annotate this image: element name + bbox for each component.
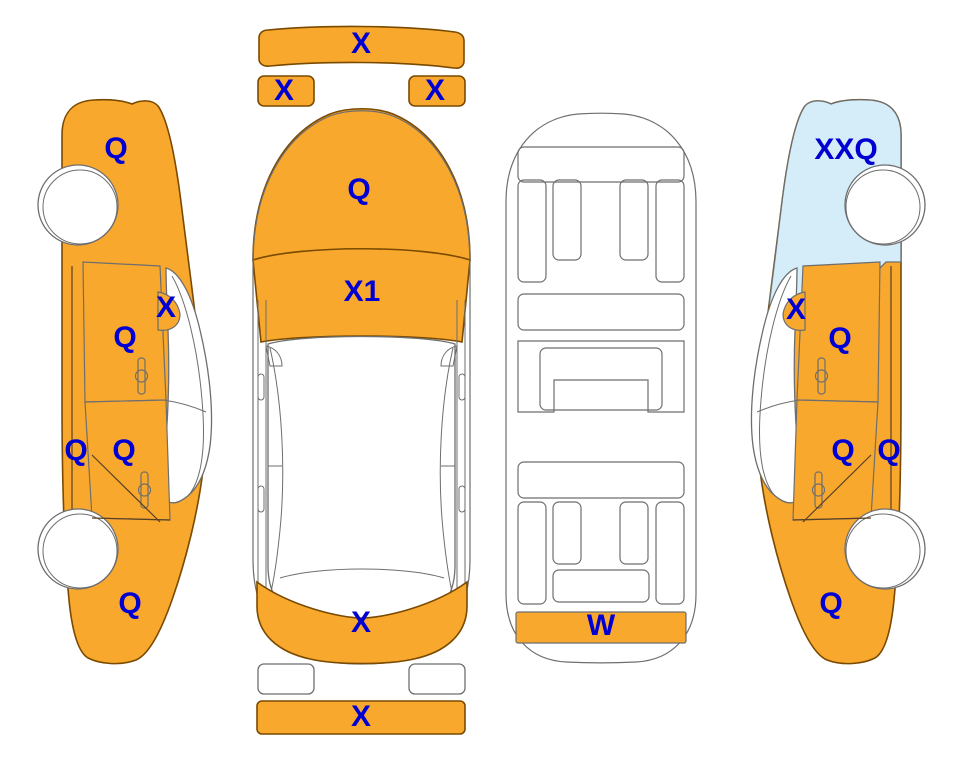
underbody-strip-8 — [655, 501, 685, 605]
underbody-strip-3 — [619, 179, 649, 261]
right-front-wheel-inner — [845, 169, 921, 245]
underbody-strip-6 — [552, 501, 582, 565]
underbody-outline — [505, 112, 697, 664]
label-right-1: X — [786, 293, 806, 326]
underbody-panel-tunnel — [517, 461, 685, 499]
label-top-1: X — [274, 74, 294, 107]
label-left-3: Q — [64, 434, 87, 467]
top-rear-right-lamp[interactable] — [408, 663, 466, 695]
label-left-0: Q — [104, 132, 127, 165]
left-rear-wheel-inner — [42, 513, 118, 589]
right-front-wheel[interactable] — [844, 164, 926, 246]
right-side-view-labels: XXQ X Q Q Q Q — [786, 133, 901, 620]
label-top-2: X — [425, 74, 445, 107]
label-top-4: X1 — [344, 275, 381, 308]
top-right-doors — [439, 347, 454, 597]
left-side-view: Q X Q Q Q Q — [37, 98, 213, 665]
underbody-center-frame — [517, 340, 685, 413]
underbody-strip-5 — [517, 501, 547, 605]
right-glass-inner — [759, 275, 792, 497]
top-front-left-lamp[interactable] — [257, 75, 315, 107]
underbody-strip-4 — [655, 179, 685, 283]
top-left-front-handle[interactable] — [257, 373, 265, 401]
underbody-strip-7 — [619, 501, 649, 565]
right-quarter-fold — [802, 454, 872, 523]
label-top-3: Q — [347, 173, 370, 206]
underbody-strip-1 — [517, 179, 547, 283]
label-under-0: W — [587, 609, 616, 642]
underbody-view: W — [505, 112, 697, 664]
top-right-front-handle[interactable] — [458, 373, 466, 401]
left-mirror-wedge[interactable] — [157, 291, 181, 331]
underbody-center-box — [539, 347, 663, 411]
underbody-panel-mid — [517, 293, 685, 331]
underbody-view-labels: W — [587, 609, 616, 642]
label-right-2: Q — [828, 322, 851, 355]
right-front-door-handle[interactable] — [814, 357, 829, 395]
left-front-wheel[interactable] — [37, 164, 119, 246]
right-side-view: XXQ X Q Q Q Q — [750, 98, 926, 665]
underbody-strip-2 — [552, 179, 582, 261]
left-side-view-labels: Q X Q Q Q Q — [64, 132, 176, 620]
label-left-1: X — [156, 291, 176, 324]
left-glass-inner — [171, 275, 204, 497]
label-left-5: Q — [118, 587, 141, 620]
label-right-3: Q — [831, 434, 854, 467]
top-windshield[interactable] — [252, 247, 471, 343]
top-rear-left-lamp[interactable] — [257, 663, 315, 695]
label-top-5: X — [351, 606, 371, 639]
label-right-0: XXQ — [814, 133, 877, 166]
left-rear-wheel[interactable] — [37, 508, 119, 590]
top-left-doors — [269, 347, 284, 597]
label-right-4: Q — [877, 434, 900, 467]
right-mirror-wedge[interactable] — [782, 291, 806, 331]
label-top-6: X — [351, 700, 371, 733]
left-rear-door-handle[interactable] — [137, 471, 152, 509]
top-right-mirror[interactable] — [440, 345, 458, 367]
underbody-panel-top — [517, 146, 685, 183]
label-left-4: Q — [112, 434, 135, 467]
underbody-strip-9 — [552, 569, 650, 603]
top-roof — [267, 335, 456, 634]
label-left-2: Q — [113, 321, 136, 354]
top-view-labels: X X X Q X1 X X — [274, 27, 445, 733]
top-front-bumper[interactable] — [258, 25, 465, 69]
right-rear-wheel[interactable] — [844, 508, 926, 590]
right-rear-door-handle[interactable] — [811, 471, 826, 509]
top-view: X X X Q X1 X X — [252, 25, 471, 735]
left-quarter-fold — [91, 454, 161, 523]
top-rear-bumper-bar[interactable] — [256, 700, 466, 735]
left-front-wheel-inner — [42, 169, 118, 245]
top-right-rear-handle[interactable] — [458, 485, 466, 513]
label-right-5: Q — [819, 587, 842, 620]
top-left-mirror[interactable] — [265, 345, 283, 367]
top-front-right-lamp[interactable] — [408, 75, 466, 107]
top-left-rear-handle[interactable] — [257, 485, 265, 513]
top-rear-bumper-area[interactable] — [256, 580, 468, 665]
underbody-rear-bar[interactable] — [515, 611, 687, 644]
top-rear-window — [279, 568, 445, 579]
left-front-door-handle[interactable] — [134, 357, 149, 395]
right-rear-wheel-inner — [845, 513, 921, 589]
label-top-0: X — [351, 27, 371, 60]
